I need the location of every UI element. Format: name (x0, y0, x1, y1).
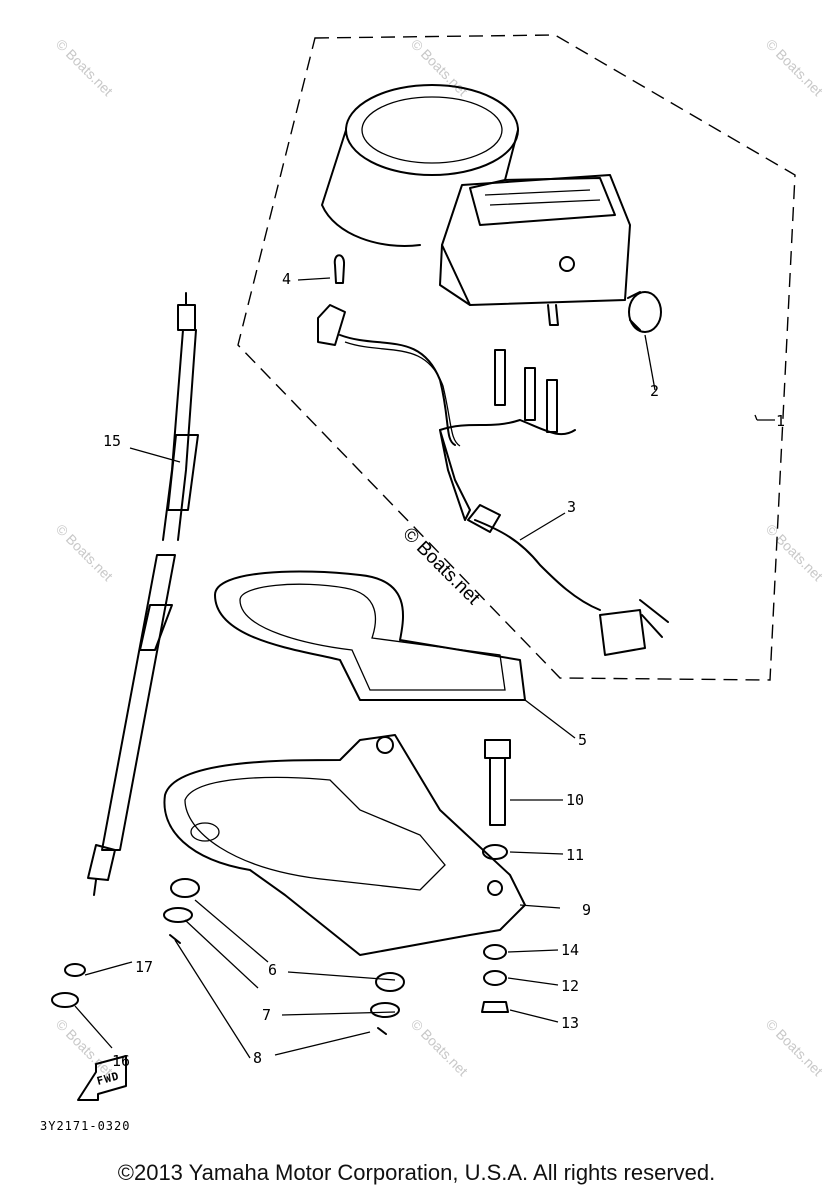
callout-7: 7 (262, 1006, 271, 1024)
leader-lines (74, 277, 775, 1059)
assembly-boundary (237, 34, 796, 681)
callout-1: 1 (776, 412, 785, 430)
drawing-code: 3Y2171-0320 (40, 1119, 130, 1133)
watermark: © Boats.net (763, 1016, 826, 1079)
callout-labels: 1 2 3 4 5 6 7 8 9 10 11 12 13 14 15 16 1… (103, 270, 785, 1070)
bolt-set (481, 739, 511, 1013)
wire-harness (317, 304, 669, 656)
watermark: © Boats.net (408, 1016, 471, 1079)
fwd-label: FWD (95, 1069, 120, 1087)
callout-13: 13 (561, 1014, 579, 1032)
watermark: © Boats.net (763, 36, 826, 99)
callout-10: 10 (566, 791, 584, 809)
callout-5: 5 (578, 731, 587, 749)
callout-2: 2 (650, 382, 659, 400)
watermark: © Boats.net (53, 36, 116, 99)
callout-12: 12 (561, 977, 579, 995)
callout-3: 3 (567, 498, 576, 516)
meter-cover (214, 570, 526, 701)
fwd-arrow: FWD (77, 1055, 127, 1101)
grommet-set (51, 878, 405, 1035)
callout-9: 9 (582, 901, 591, 919)
watermark: © Boats.net (763, 521, 826, 584)
callout-8: 8 (253, 1049, 262, 1067)
callout-16: 16 (112, 1052, 130, 1070)
watermark: © Boats.net (408, 36, 471, 99)
callout-15: 15 (103, 432, 121, 450)
copyright-notice: ©2013 Yamaha Motor Corporation, U.S.A. A… (117, 1160, 716, 1185)
callout-11: 11 (566, 846, 584, 864)
center-watermark: © Boats.net (398, 524, 484, 610)
parts-diagram: © Boats.net © Boats.net © Boats.net © Bo… (40, 34, 826, 1133)
watermark: © Boats.net (53, 521, 116, 584)
callout-4: 4 (282, 270, 291, 288)
callout-6: 6 (268, 961, 277, 979)
watermark: © Boats.net (53, 1016, 116, 1079)
callout-17: 17 (135, 958, 153, 976)
reset-knob (627, 291, 662, 333)
meter-bracket (163, 734, 526, 956)
meter-assembly (321, 84, 631, 326)
callout-14: 14 (561, 941, 579, 959)
bulb (333, 254, 346, 284)
speedometer-cable (87, 292, 199, 896)
